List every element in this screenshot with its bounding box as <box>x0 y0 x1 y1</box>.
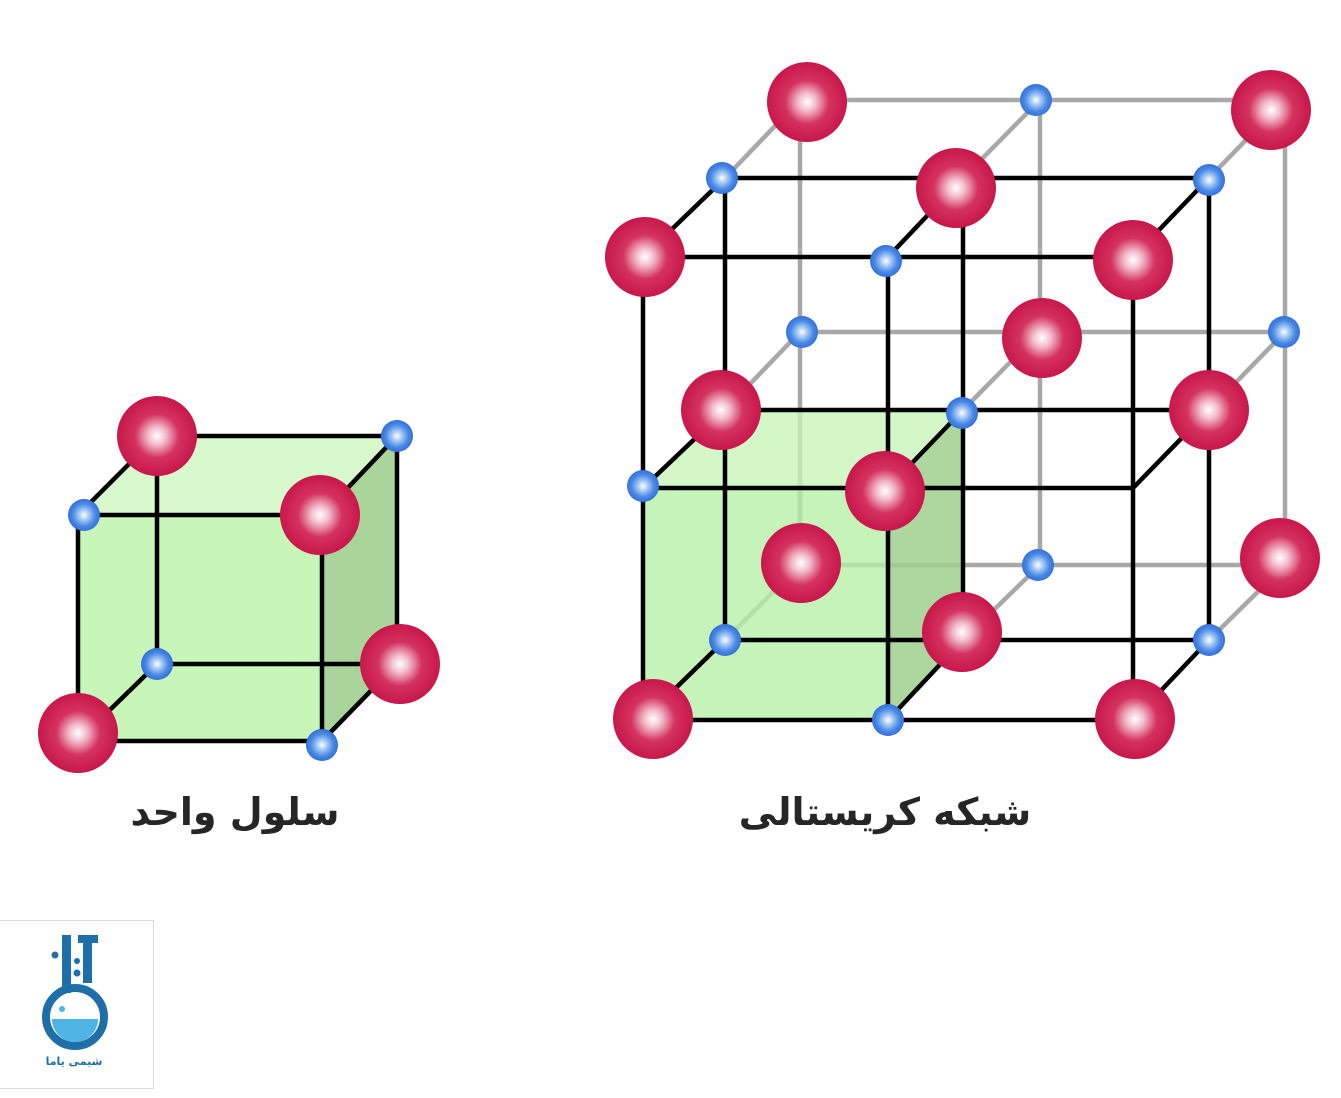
unit-cell-caption: سلول واحد <box>130 790 340 834</box>
lattice-atoms <box>605 62 1320 759</box>
small-atom <box>946 397 978 429</box>
logo: شیمی یاما <box>0 920 154 1089</box>
small-atom <box>706 162 738 194</box>
large-atom <box>280 475 360 555</box>
large-atom <box>613 679 693 759</box>
large-atom <box>681 370 761 450</box>
small-atom <box>141 648 173 680</box>
small-atom <box>1268 316 1300 348</box>
large-atom <box>1240 518 1320 598</box>
small-atom <box>872 704 904 736</box>
large-atom <box>922 592 1002 672</box>
crystal-lattice <box>605 62 1320 759</box>
small-atom <box>306 729 338 761</box>
flask-icon <box>42 935 108 1050</box>
large-atom <box>767 62 847 142</box>
large-atom <box>916 148 996 228</box>
large-atom <box>1169 370 1249 450</box>
small-atom <box>627 470 659 502</box>
small-atom <box>1193 624 1225 656</box>
crystal-lattice-caption: شبکه کریستالی <box>738 790 1032 834</box>
large-atom <box>1002 298 1082 378</box>
large-atom <box>1095 679 1175 759</box>
small-atom <box>786 316 818 348</box>
small-atom <box>1022 549 1054 581</box>
large-atom <box>845 451 925 531</box>
large-atom <box>761 523 841 603</box>
small-atom <box>68 499 100 531</box>
small-atom <box>709 624 741 656</box>
unit-cell <box>38 396 440 773</box>
large-atom <box>360 624 440 704</box>
large-atom <box>1231 70 1311 150</box>
small-atom <box>1020 84 1052 116</box>
unit-cell-atoms <box>38 396 440 773</box>
large-atom <box>38 693 118 773</box>
small-atom <box>1193 164 1225 196</box>
large-atom <box>117 396 197 476</box>
small-atom <box>870 245 902 277</box>
large-atom <box>1093 220 1173 300</box>
small-atom <box>381 420 413 452</box>
large-atom <box>605 217 685 297</box>
logo-text: شیمی یاما <box>45 1055 103 1068</box>
